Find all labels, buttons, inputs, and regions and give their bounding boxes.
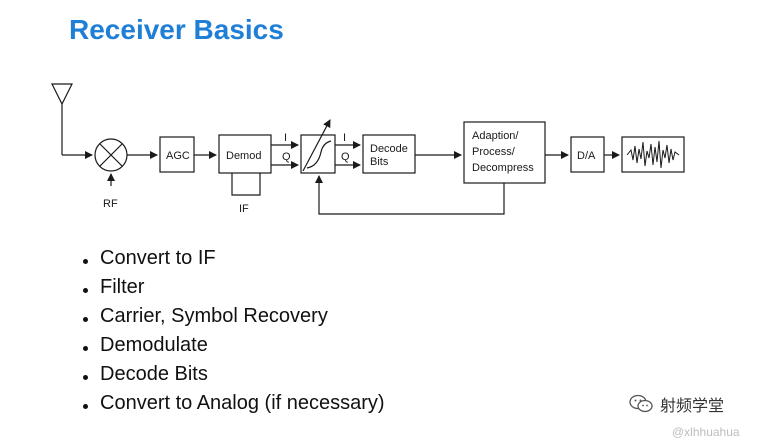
agc-label: AGC	[166, 150, 190, 162]
if-loop	[231, 173, 261, 196]
watermark-handle: @xlhhuahua	[672, 425, 740, 439]
decode-label-line2: Bits	[370, 156, 389, 168]
mixer-icon	[94, 138, 128, 172]
list-item: Demodulate	[80, 331, 385, 360]
waveform-icon	[621, 136, 685, 173]
filter-i-label: I	[343, 132, 346, 144]
list-item: Filter	[80, 273, 385, 302]
watermark: 射频学堂	[628, 392, 724, 416]
if-label: IF	[239, 203, 249, 215]
tunable-filter-icon	[300, 119, 336, 174]
wechat-icon	[629, 394, 653, 413]
bullet-list: Convert to IF Filter Carrier, Symbol Rec…	[80, 244, 385, 418]
demod-i-label: I	[284, 132, 287, 144]
demod-block	[218, 134, 272, 174]
demod-q-label: Q	[282, 151, 291, 163]
watermark-text: 射频学堂	[660, 396, 725, 415]
receiver-block-diagram: AGC Demod Decode Bits Adaption/ Process/…	[51, 83, 685, 215]
list-item: Carrier, Symbol Recovery	[80, 302, 385, 331]
list-item: Decode Bits	[80, 360, 385, 389]
list-item: Convert to IF	[80, 244, 385, 273]
page-title: Receiver Basics	[69, 14, 284, 45]
antenna-icon	[51, 83, 93, 159]
demod-label: Demod	[226, 150, 261, 162]
adaption-label-line3: Decompress	[472, 162, 534, 174]
decode-label-line1: Decode	[370, 143, 408, 155]
feedback-line	[315, 175, 505, 215]
da-label: D/A	[577, 150, 596, 162]
decode-bits-block	[362, 134, 416, 174]
adaption-label-line2: Process/	[472, 146, 516, 158]
adaption-label-line1: Adaption/	[472, 130, 519, 142]
filter-q-label: Q	[341, 151, 350, 163]
rf-label: RF	[103, 198, 118, 210]
list-item: Convert to Analog (if necessary)	[80, 389, 385, 418]
